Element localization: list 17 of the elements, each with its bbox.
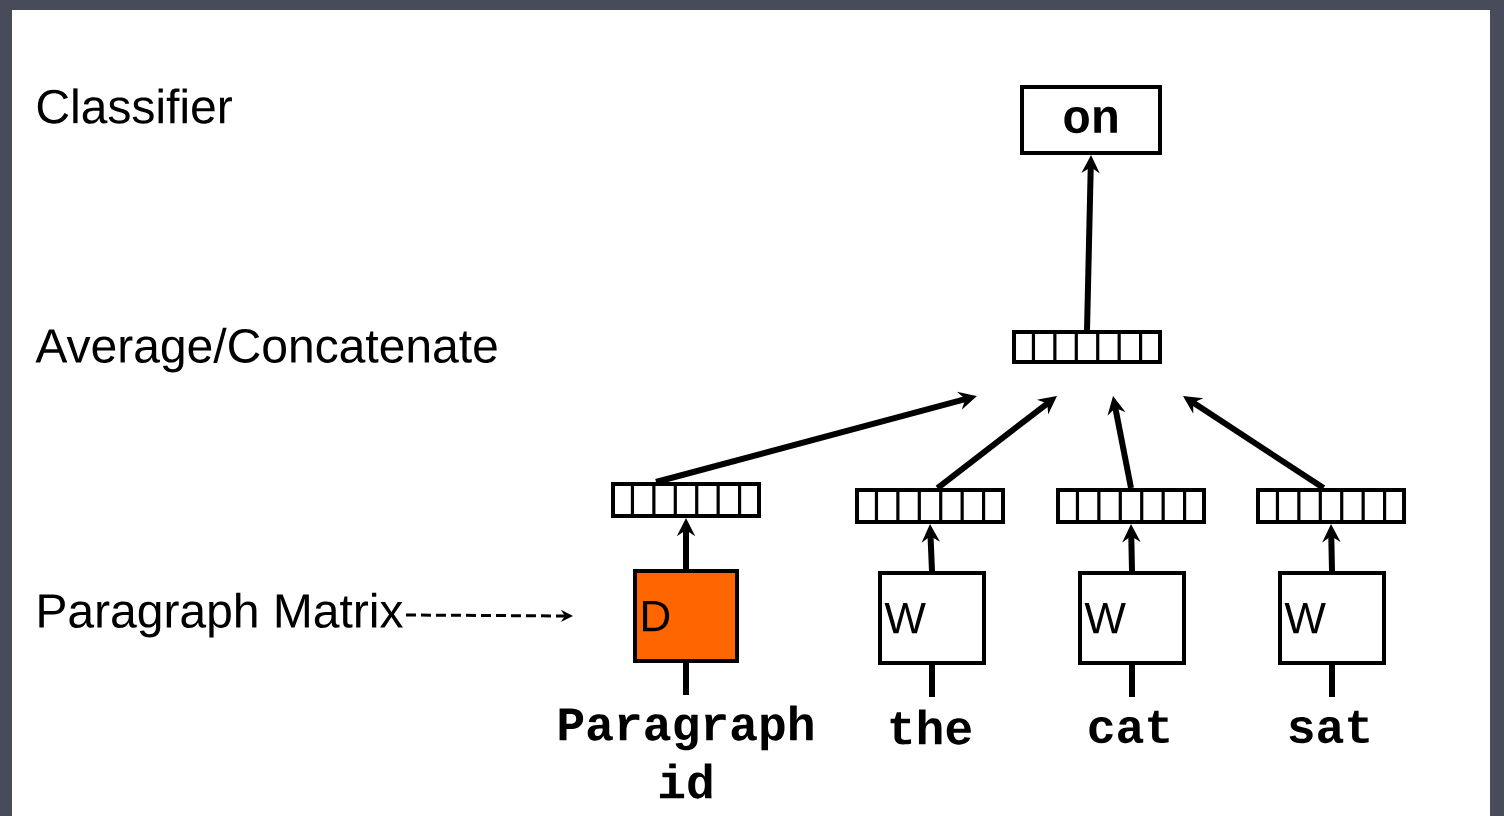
input-word: sat: [1289, 710, 1369, 744]
input-word: cat: [1089, 710, 1169, 744]
vector-bar: [611, 482, 761, 518]
vector-bar: [1056, 488, 1206, 524]
matrix-box: W: [878, 571, 986, 665]
vector-bar: [1256, 488, 1406, 524]
input-word: Paragraph id: [559, 705, 813, 799]
row-label: Paragraph Matrix: [39, 592, 403, 638]
matrix-box: W: [1078, 571, 1186, 665]
output-box: on: [1020, 85, 1162, 155]
vector-bar: [1012, 330, 1162, 364]
vector-bar: [855, 488, 1005, 524]
row-label: Classifier: [37, 88, 232, 124]
input-word: the: [890, 709, 971, 745]
row-label: Average/Concatenate: [35, 327, 497, 373]
matrix-box: D: [633, 569, 739, 663]
matrix-box: W: [1278, 571, 1386, 665]
